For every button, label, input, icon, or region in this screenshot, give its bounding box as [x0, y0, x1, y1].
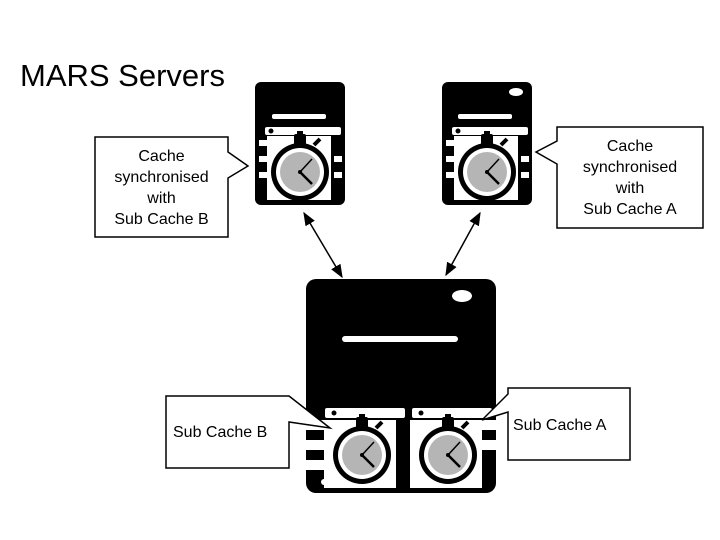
sub-cache-a-box — [481, 387, 631, 461]
server-icon — [306, 279, 496, 493]
callout-line: Cache — [138, 148, 185, 165]
double-arrow-icon — [303, 211, 343, 279]
callout-line: Cache — [606, 138, 654, 155]
callout-line: Sub Cache B — [114, 211, 209, 228]
callout-right-text: Cache synchronised with Sub Cache A — [557, 136, 703, 220]
callout-line: Sub Cache A — [583, 201, 677, 218]
page-title: MARS Servers — [20, 58, 225, 93]
server-icon — [255, 82, 345, 205]
callout-line: synchronised — [582, 159, 678, 176]
callout-line: with — [615, 180, 645, 197]
callout-line: synchronised — [114, 169, 209, 186]
double-arrow-icon — [445, 211, 481, 277]
callout-left-text: Cache synchronised with Sub Cache B — [95, 146, 228, 230]
callout-right-box — [534, 126, 704, 229]
sub-cache-b-box — [165, 395, 333, 469]
sub-cache-a-label: Sub Cache A — [513, 417, 607, 434]
callout-left-box — [94, 136, 250, 238]
callout-line: with — [147, 190, 176, 207]
sub-cache-b-label: Sub Cache B — [173, 424, 268, 441]
server-icon — [442, 82, 532, 205]
